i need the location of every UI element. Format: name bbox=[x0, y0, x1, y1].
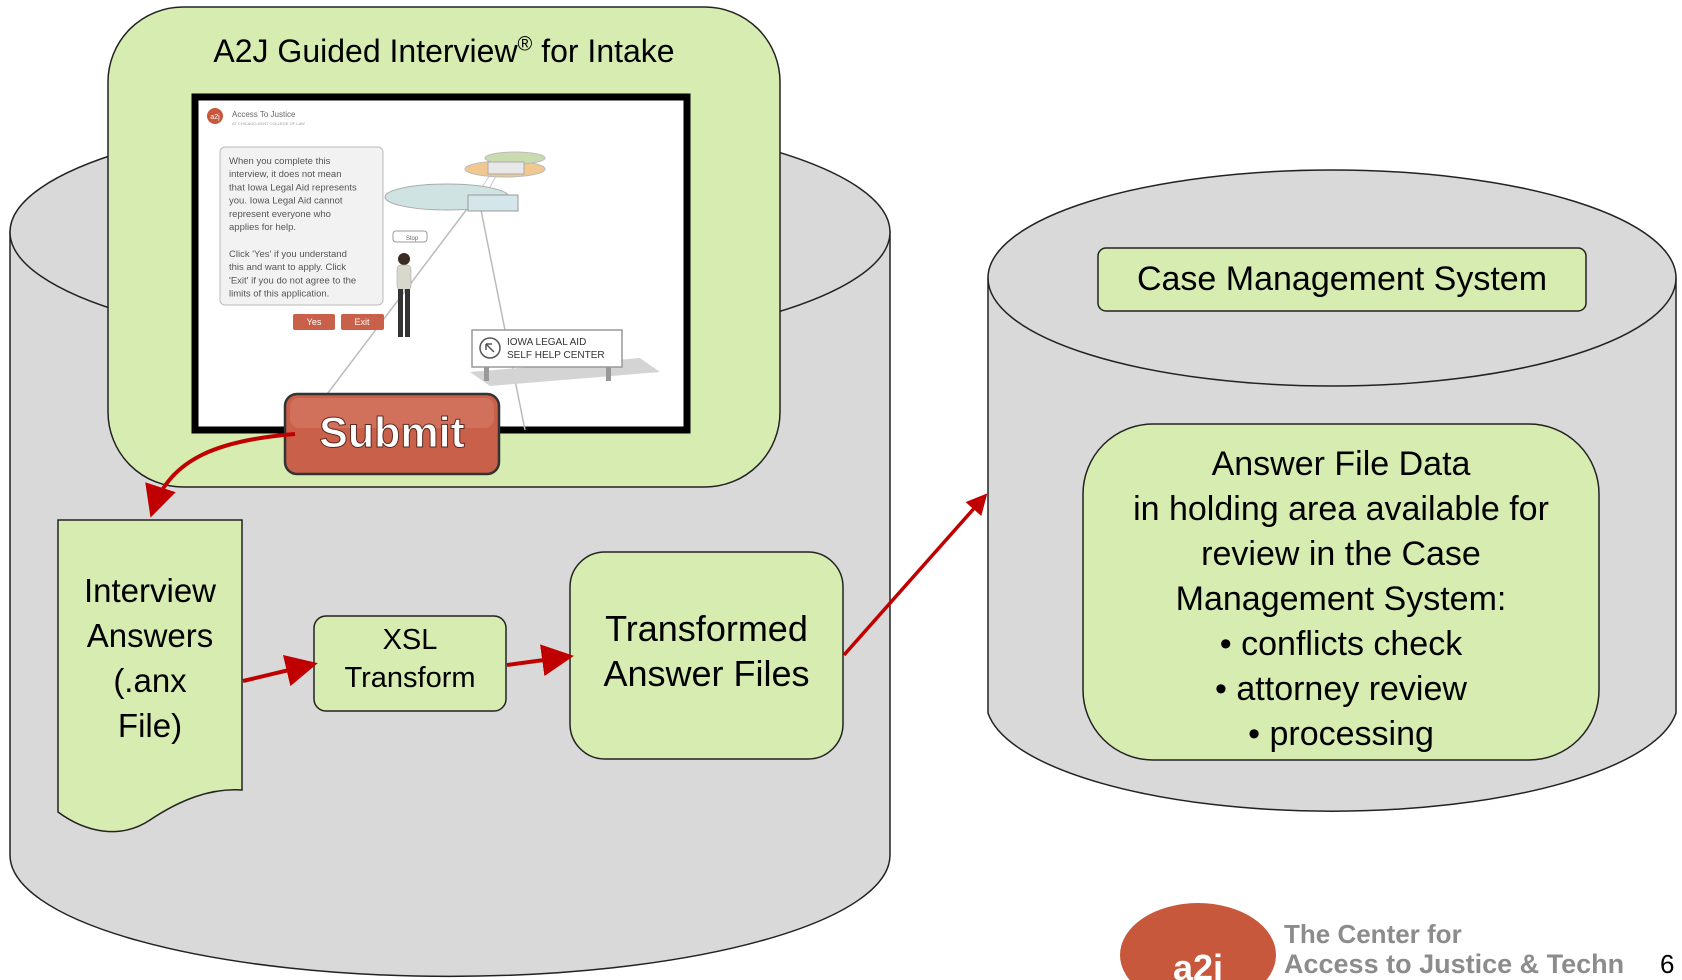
cms-title: Case Management System bbox=[1136, 260, 1548, 298]
page-number: 6 bbox=[1660, 949, 1674, 979]
person-figure bbox=[396, 253, 412, 337]
svg-text:IOWA LEGAL AID: IOWA LEGAL AID bbox=[507, 337, 586, 348]
transformed-label: Transformed Answer Files bbox=[570, 606, 843, 696]
xsl-label: XSL Transform bbox=[314, 621, 506, 697]
submit-button[interactable]: Submit bbox=[283, 392, 501, 476]
legal-aid-road-sign: IOWA LEGAL AID SELF HELP CENTER bbox=[471, 329, 623, 381]
answers-doc-line: (.anx bbox=[113, 662, 187, 699]
xsl-line: XSL bbox=[382, 624, 438, 656]
svg-text:SELF HELP CENTER: SELF HELP CENTER bbox=[507, 350, 605, 361]
holding-line: in holding area available for bbox=[1133, 490, 1549, 528]
dialog-text-line: represent everyone who bbox=[229, 209, 331, 220]
answers-doc-line: File) bbox=[117, 707, 183, 744]
dialog-text-line: that Iowa Legal Aid represents bbox=[229, 182, 357, 193]
holding-line: review in the Case bbox=[1201, 535, 1481, 573]
answers-doc-line: Answers bbox=[86, 617, 214, 654]
screenshot-yes-button[interactable]: Yes bbox=[293, 314, 335, 330]
cms-title-box bbox=[1097, 247, 1587, 312]
screenshot-logo-text: a2j bbox=[210, 114, 220, 121]
footer-org-line2: Access to Justice & Techn bbox=[1284, 949, 1624, 979]
answers-document bbox=[57, 519, 243, 833]
a2j-logo-icon bbox=[1120, 903, 1276, 980]
holding-bullet: • processing bbox=[1248, 715, 1434, 753]
answers-doc-line: Interview bbox=[83, 572, 217, 609]
footer-logo: a2j bbox=[1120, 903, 1276, 980]
arrow-submit-to-answers bbox=[145, 432, 296, 518]
dialog-text-line: limits of this application. bbox=[229, 289, 329, 300]
dialog-text-line: you. Iowa Legal Aid cannot bbox=[229, 196, 343, 207]
svg-text:Submit: Submit bbox=[319, 409, 465, 457]
svg-text:a2j: a2j bbox=[1173, 947, 1223, 980]
registered-mark: ® bbox=[517, 33, 533, 56]
interview-title-main: A2J Guided Interview bbox=[213, 33, 518, 69]
holding-line: Management System: bbox=[1175, 580, 1507, 618]
transformed-line: Answer Files bbox=[603, 653, 810, 694]
dialog-text-line: Click 'Yes' if you understand bbox=[229, 249, 347, 260]
interview-title-tail: for Intake bbox=[532, 33, 675, 69]
answers-doc-label: Interview Answers (.anx File) bbox=[58, 568, 242, 748]
holding-area-box bbox=[1082, 423, 1600, 761]
xsl-line: Transform bbox=[344, 662, 476, 694]
arrow-answers-to-xsl bbox=[242, 655, 318, 687]
holding-area-label: Answer File Data in holding area availab… bbox=[1083, 442, 1599, 757]
dialog-paragraph-1: When you complete this interview, it does… bbox=[229, 156, 357, 233]
dialog-text-line: 'Exit' if you do not agree to the bbox=[229, 275, 356, 286]
stop-sign: Stop bbox=[392, 230, 428, 243]
dialog-text-line: this and want to apply. Click bbox=[229, 262, 346, 273]
transformed-line: Transformed bbox=[605, 608, 808, 649]
screenshot-app-subtitle: AT CHICAGO-KENT COLLEGE OF LAW bbox=[232, 121, 305, 126]
arrow-xsl-to-transformed bbox=[506, 644, 574, 677]
svg-text:Exit: Exit bbox=[354, 317, 370, 327]
screenshot-app-name: Access To Justice bbox=[232, 110, 296, 119]
footer-org-line1: The Center for bbox=[1284, 919, 1462, 949]
dialog-panel bbox=[219, 146, 384, 306]
holding-line: Answer File Data bbox=[1211, 445, 1471, 483]
screenshot-logo-icon bbox=[207, 108, 223, 124]
screenshot-exit-button[interactable]: Exit bbox=[341, 314, 384, 330]
holding-bullet: • conflicts check bbox=[1219, 625, 1463, 663]
arrow-transformed-to-cms bbox=[842, 493, 988, 657]
dialog-text-line: interview, it does not mean bbox=[229, 169, 341, 180]
interview-title: A2J Guided Interview® for Intake bbox=[108, 33, 780, 70]
dialog-text-line: When you complete this bbox=[229, 156, 331, 167]
svg-text:Yes: Yes bbox=[307, 317, 322, 327]
interview-screenshot: a2j Access To Justice AT CHICAGO-KENT CO… bbox=[191, 93, 691, 434]
svg-text:Stop: Stop bbox=[406, 236, 419, 242]
dialog-text-line: applies for help. bbox=[229, 222, 296, 233]
dialog-paragraph-2: Click 'Yes' if you understand this and wa… bbox=[229, 249, 356, 300]
holding-bullet: • attorney review bbox=[1215, 670, 1467, 708]
